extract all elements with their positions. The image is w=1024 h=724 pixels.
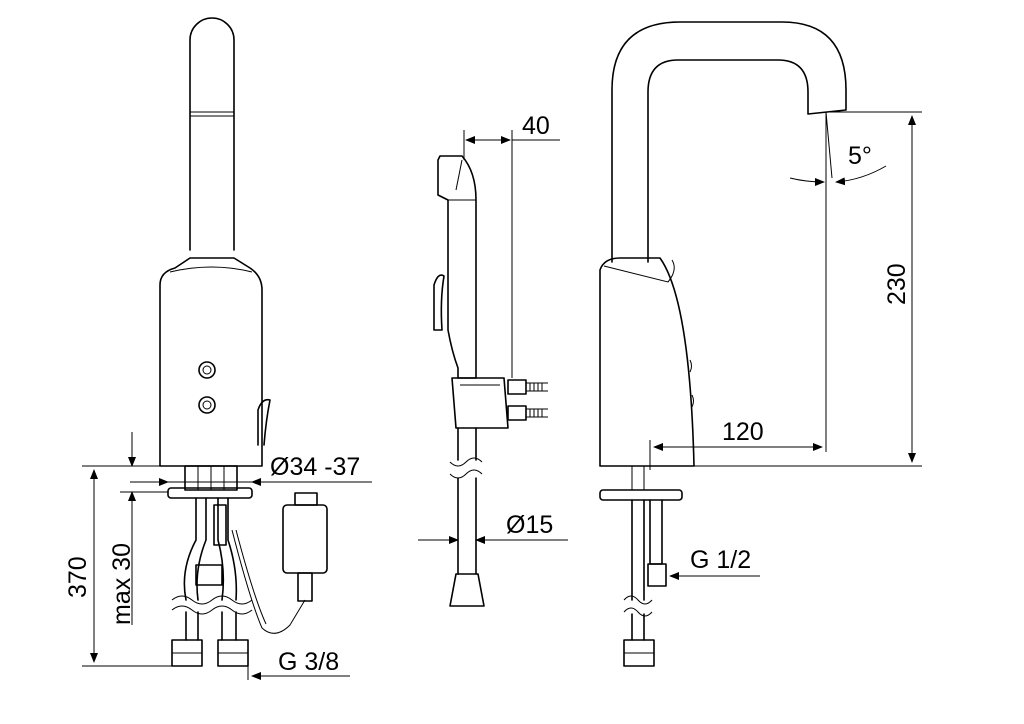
side-view bbox=[433, 155, 548, 607]
sensor-hole-bottom bbox=[198, 396, 216, 414]
dim-arc-5-left bbox=[789, 177, 825, 186]
side-body-block bbox=[451, 377, 509, 429]
label-max-30: max 30 bbox=[108, 543, 136, 625]
label-dia-15: Ø15 bbox=[506, 511, 553, 539]
label-230: 230 bbox=[883, 263, 911, 305]
front-hose-left bbox=[183, 497, 207, 601]
control-box-plug bbox=[297, 572, 313, 602]
profile-dimensions: 230 5° 120 G 1/2 bbox=[649, 111, 922, 580]
front-hose-right-lower bbox=[221, 611, 237, 641]
sensor-hole-top-inner bbox=[202, 365, 212, 375]
profile-body bbox=[599, 257, 695, 467]
side-connector-top bbox=[507, 379, 527, 395]
front-lever bbox=[257, 398, 271, 446]
front-valve-nut bbox=[195, 564, 223, 586]
profile-spout bbox=[611, 21, 847, 263]
control-box bbox=[282, 504, 328, 574]
front-cable-entry bbox=[213, 504, 227, 546]
front-view bbox=[159, 17, 328, 667]
side-lever bbox=[433, 274, 445, 331]
break-mark bbox=[171, 605, 253, 615]
profile-view bbox=[599, 21, 847, 667]
front-spout bbox=[189, 17, 235, 251]
profile-threaded-pipe bbox=[649, 499, 663, 565]
label-370: 370 bbox=[64, 556, 92, 598]
break-mark bbox=[449, 469, 483, 479]
side-thread-top bbox=[526, 382, 548, 392]
sensor-cable bbox=[231, 529, 306, 634]
side-thread-bottom bbox=[526, 408, 548, 418]
side-spout bbox=[437, 155, 477, 379]
sensor-hole-bottom-inner bbox=[202, 400, 212, 410]
front-body bbox=[159, 257, 263, 467]
label-g-1-2: G 1/2 bbox=[690, 546, 751, 574]
break-mark bbox=[623, 607, 653, 617]
body-contour bbox=[169, 266, 253, 273]
front-hose-left-lower bbox=[185, 611, 199, 641]
label-g-3-8: G 3/8 bbox=[278, 648, 339, 676]
side-contour bbox=[455, 159, 463, 191]
side-dimensions: 40 Ø15 bbox=[418, 112, 568, 544]
sensor-hole-top bbox=[198, 361, 216, 379]
profile-contour bbox=[603, 259, 675, 283]
break-mark bbox=[623, 595, 653, 605]
label-40: 40 bbox=[522, 112, 550, 140]
profile-mounting-plate bbox=[599, 489, 683, 501]
label-dia-34-37: Ø34 -37 bbox=[270, 453, 360, 481]
side-pipe-end bbox=[449, 573, 485, 607]
front-mounting-plate bbox=[167, 487, 253, 499]
front-dimensions: Ø34 -37 max 30 370 G 3/8 bbox=[64, 432, 372, 680]
sensor-cable-2 bbox=[235, 529, 267, 625]
outlet-angle-line bbox=[825, 111, 833, 179]
control-box-cap bbox=[294, 492, 318, 506]
label-120: 120 bbox=[722, 418, 764, 446]
profile-hose bbox=[631, 499, 645, 601]
profile-hose-lower bbox=[631, 613, 645, 641]
label-5-degrees: 5° bbox=[848, 142, 872, 170]
side-connector-bottom bbox=[507, 405, 527, 421]
profile-nut bbox=[647, 563, 667, 587]
dim-arc-5-right bbox=[835, 165, 887, 186]
side-pipe-upper bbox=[457, 427, 477, 461]
break-mark bbox=[449, 457, 483, 467]
profile-sensor-marks bbox=[689, 359, 694, 408]
side-pipe-lower bbox=[457, 477, 477, 575]
break-mark bbox=[171, 595, 253, 605]
